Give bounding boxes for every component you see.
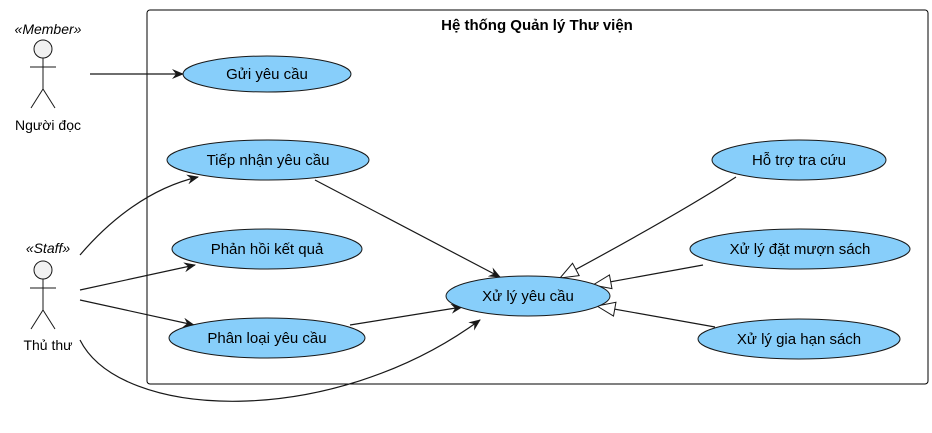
actor-staff[interactable]: «Staff» Thủ thư <box>23 240 72 353</box>
use-case-process-renew[interactable]: Xử lý gia hạn sách <box>697 318 901 360</box>
use-case-receive-request[interactable]: Tiếp nhận yêu cầu <box>166 139 370 181</box>
actor-staff-stereotype: «Staff» <box>26 240 71 256</box>
system-boundary: Hệ thống Quản lý Thư viện <box>146 9 929 385</box>
use-case-label: Tiếp nhận yêu cầu <box>207 152 330 169</box>
actor-member-stereotype: «Member» <box>15 21 82 37</box>
relationships <box>79 69 737 402</box>
use-case-process-borrow[interactable]: Xử lý đặt mượn sách <box>689 228 911 270</box>
assoc-staff-respond <box>79 262 196 291</box>
use-case-send-request[interactable]: Gửi yêu cầu <box>182 55 352 93</box>
use-case-label: Hỗ trợ tra cứu <box>752 152 846 169</box>
use-case-classify-request[interactable]: Phân loại yêu cầu <box>168 317 366 359</box>
use-case-label: Phản hồi kết quả <box>211 241 324 258</box>
use-case-process-request[interactable]: Xử lý yêu cầu <box>445 275 611 317</box>
assoc-staff-classify <box>79 299 195 328</box>
system-title: Hệ thống Quản lý Thư viện <box>441 17 633 34</box>
assoc-staff-process <box>79 319 481 402</box>
gen-search-process <box>560 176 737 278</box>
actor-staff-name: Thủ thư <box>23 337 72 353</box>
assoc-staff-receive <box>79 174 199 256</box>
use-case-label: Xử lý yêu cầu <box>482 288 574 305</box>
gen-renew-process <box>597 306 716 328</box>
use-case-label: Phân loại yêu cầu <box>207 330 326 347</box>
use-case-label: Gửi yêu cầu <box>226 66 308 83</box>
actor-staff-head <box>33 260 53 280</box>
actor-member[interactable]: «Member» Người đọc <box>15 21 82 133</box>
assoc-classify-process <box>349 303 463 326</box>
use-case-respond-result[interactable]: Phản hồi kết quả <box>171 228 363 270</box>
use-case-label: Xử lý đặt mượn sách <box>730 241 871 258</box>
use-case-label: Xử lý gia hạn sách <box>737 331 861 348</box>
use-case-search-support[interactable]: Hỗ trợ tra cứu <box>711 139 887 181</box>
actor-member-name: Người đọc <box>15 117 81 133</box>
gen-borrow-process <box>593 264 704 285</box>
assoc-receive-process <box>314 179 501 278</box>
actor-member-head <box>33 39 53 59</box>
